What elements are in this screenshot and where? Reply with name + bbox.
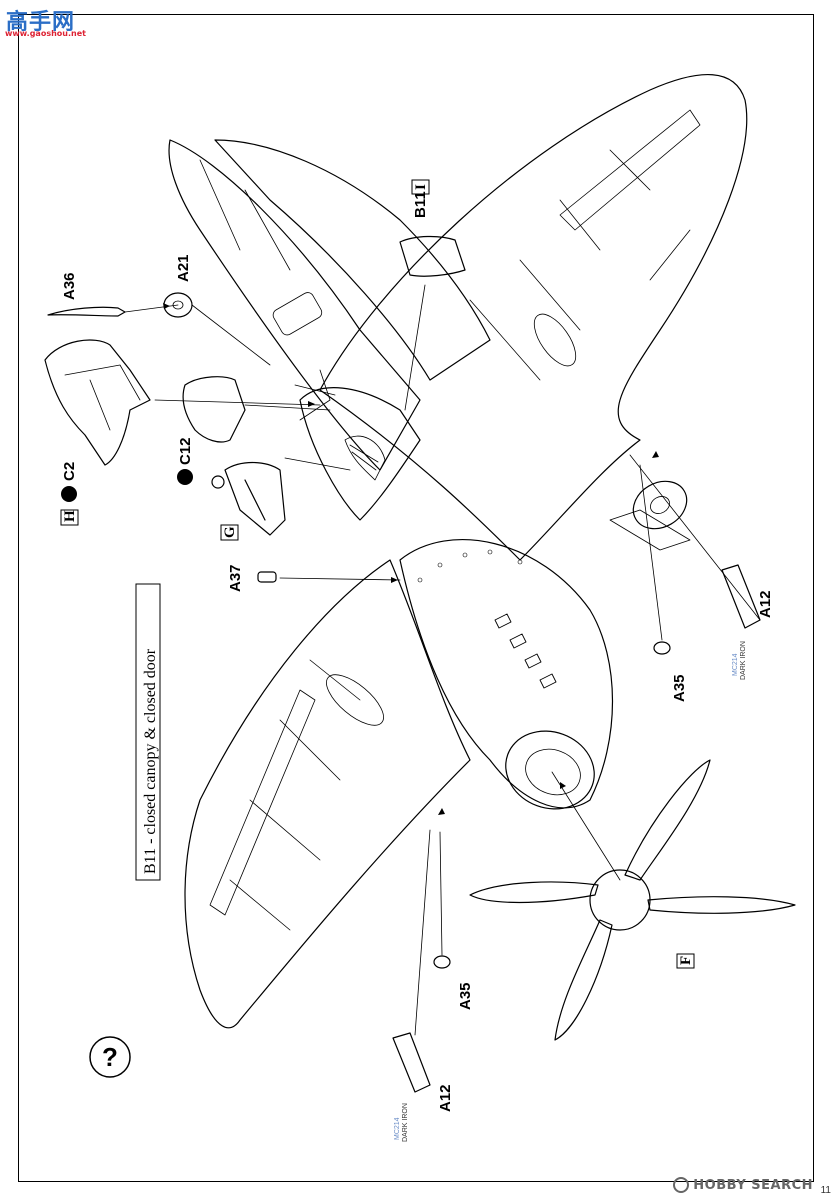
publisher-name: HOBBY SEARCH — [693, 1177, 813, 1193]
label-a12-right: A12 — [757, 590, 774, 618]
part-a37-pin — [257, 571, 277, 583]
step-marker: ? — [102, 1042, 118, 1072]
part-a21-inner — [172, 300, 184, 310]
lower-wing — [184, 559, 471, 1029]
label-c12: C12 — [177, 437, 194, 465]
fuselage-access-panel — [272, 292, 323, 336]
label-a12-left: A12 — [437, 1084, 454, 1112]
rear-fuselage — [168, 139, 421, 471]
propeller-blade-bottom — [554, 919, 613, 1041]
part-c12-windscreen — [182, 376, 246, 443]
part-g-armour — [224, 461, 286, 536]
label-h: H — [62, 510, 78, 522]
cowling-intake — [525, 748, 581, 796]
label-a35-right: A35 — [671, 674, 688, 702]
label-a36: A36 — [61, 272, 78, 300]
part-c2-canopy-frame — [64, 364, 141, 431]
exhaust-stacks — [494, 613, 557, 689]
part-b11-door — [399, 235, 466, 277]
label-a37: A37 — [227, 564, 244, 592]
leader-lines — [124, 284, 761, 1036]
label-f-box — [676, 953, 695, 969]
page-border — [18, 14, 814, 1182]
publisher-watermark: HOBBY SEARCH — [673, 1176, 813, 1194]
main-wheel — [632, 480, 688, 530]
part-a36-antenna — [47, 306, 126, 317]
site-watermark-url: www.gaoshou.net — [5, 29, 86, 38]
paint-code-left: MC214 — [394, 1117, 401, 1140]
cockpit-seat — [344, 435, 386, 481]
option-note-box — [135, 583, 161, 881]
part-a12-left — [392, 1032, 431, 1093]
lower-wing-gun-bay — [326, 674, 384, 726]
propeller-blade-top — [624, 759, 711, 881]
upper-wing-panel-lines — [469, 149, 691, 381]
cowling-front-ring — [505, 730, 595, 810]
label-g-box — [220, 524, 239, 541]
propeller-blade-right — [647, 896, 796, 914]
part-c2-canopy — [44, 339, 151, 466]
site-watermark-name: 高手网 — [6, 10, 76, 35]
paint-code-right: MC214 — [732, 653, 739, 676]
paint-name-right: DARK IRON — [740, 641, 747, 680]
upper-wing-aileron — [559, 109, 701, 231]
cockpit-frame — [294, 369, 336, 421]
main-wheel-hub — [650, 496, 670, 514]
label-a21: A21 — [175, 254, 192, 282]
publisher-logo-icon — [673, 1177, 690, 1193]
step-marker-circle — [89, 1036, 131, 1078]
paint-name-left: DARK IRON — [402, 1103, 409, 1142]
part-a35-right — [653, 641, 671, 655]
engine-cowling — [399, 539, 614, 809]
gear-door — [609, 509, 691, 551]
lower-wing-aileron — [209, 689, 316, 916]
tailplane — [214, 139, 491, 381]
cowling-rivets — [417, 549, 523, 583]
lower-wing-panel-lines — [229, 659, 361, 931]
fin — [199, 159, 291, 271]
label-f: F — [678, 956, 694, 965]
propeller-blade-left — [469, 881, 599, 904]
arrow-heads — [163, 303, 659, 815]
part-g-headrest — [211, 475, 225, 489]
label-c2: C2 — [61, 462, 78, 481]
option-note: B11 - closed canopy & closed door — [142, 648, 159, 874]
label-g: G — [222, 526, 238, 538]
part-a35-left — [433, 955, 451, 969]
label-a35-left: A35 — [457, 982, 474, 1010]
star-icon-c12 — [177, 469, 193, 485]
site-watermark: 高手网 www.gaoshou.net — [2, 2, 92, 42]
page-number: 11 — [820, 1185, 831, 1196]
cockpit-opening — [299, 387, 421, 521]
label-h-box — [60, 509, 79, 526]
star-icon-c2 — [61, 486, 77, 502]
upper-wing-gun-bay — [533, 313, 577, 367]
label-i-box — [411, 179, 430, 195]
label-i: I — [413, 184, 429, 190]
label-b11: B11 — [412, 191, 429, 218]
upper-wing — [319, 74, 748, 561]
